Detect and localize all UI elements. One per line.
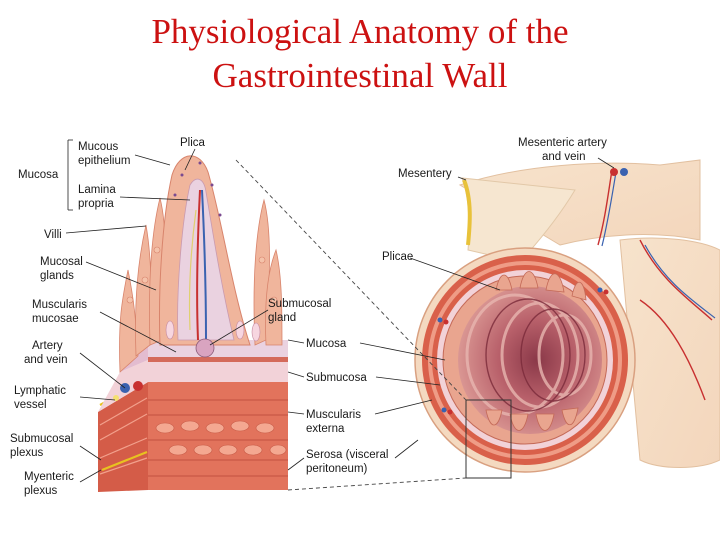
wall-section-block bbox=[98, 155, 288, 492]
label-submucosal-plexus: Submucosal plexus bbox=[10, 433, 77, 459]
label-mucosa-bracket: Mucosa bbox=[18, 169, 59, 181]
label-mucosal-glands: Mucosal glands bbox=[40, 256, 86, 282]
label-artery-and-vein: Artery and vein bbox=[24, 340, 67, 366]
label-mucous-epithelium: Mucous epithelium bbox=[78, 141, 130, 167]
muscularis-externa-block bbox=[148, 382, 288, 490]
label-lamina-propria: Lamina propria bbox=[78, 184, 119, 210]
label-mesentery: Mesentery bbox=[398, 168, 452, 180]
block-left-face bbox=[98, 382, 148, 492]
label-myenteric-plexus: Myenteric plexus bbox=[24, 471, 77, 497]
label-plica: Plica bbox=[180, 137, 206, 149]
title-line-1: Physiological Anatomy of the bbox=[151, 12, 569, 51]
label-submucosa: Submucosa bbox=[306, 372, 367, 384]
label-mesenteric-artery-vein: Mesenteric artery and vein bbox=[518, 137, 610, 163]
label-muscularis-mucosae: Muscularis mucosae bbox=[32, 299, 90, 325]
intestine-tube bbox=[414, 159, 720, 479]
label-submucosal-gland: Submucosal gland bbox=[268, 298, 335, 324]
submucosa-block bbox=[98, 360, 288, 412]
label-mucosa-layer: Mucosa bbox=[306, 338, 347, 350]
label-plicae: Plicae bbox=[382, 251, 413, 263]
label-villi: Villi bbox=[44, 229, 62, 241]
title-line-2: Gastrointestinal Wall bbox=[212, 56, 508, 95]
label-muscularis-externa: Muscularis externa bbox=[306, 409, 364, 435]
slide-title: Physiological Anatomy of the Gastrointes… bbox=[0, 10, 720, 98]
zoom-box bbox=[465, 399, 512, 479]
label-lymphatic-vessel: Lymphatic vessel bbox=[14, 385, 69, 411]
label-serosa: Serosa (visceral peritoneum) bbox=[306, 449, 392, 475]
